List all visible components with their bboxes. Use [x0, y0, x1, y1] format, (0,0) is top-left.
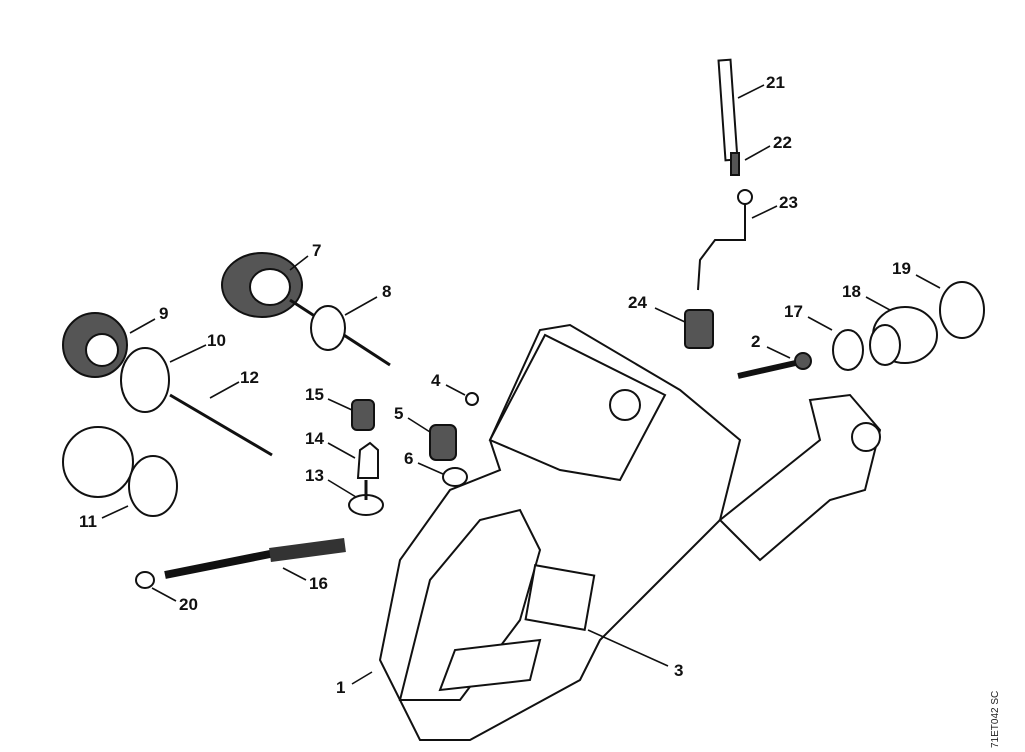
- callout-24: 24: [628, 293, 647, 312]
- part-hose-8: [289, 298, 391, 367]
- callout-22: 22: [773, 133, 792, 152]
- callout-5: 5: [394, 404, 403, 423]
- part-pipe-16: [164, 538, 346, 579]
- callout-19: 19: [892, 259, 911, 278]
- part-worm-11: [62, 426, 178, 517]
- callout-7: 7: [312, 241, 321, 260]
- part-cable-12: [169, 393, 273, 457]
- callout-20: 20: [179, 595, 198, 614]
- part-intake-18: [869, 306, 938, 366]
- part-fitting-22: [730, 152, 740, 176]
- callout-4: 4: [431, 371, 441, 390]
- part-washer-4: [465, 392, 479, 406]
- callout-1: 1: [336, 678, 345, 697]
- part-plug-5: [429, 424, 457, 461]
- callout-9: 9: [159, 304, 168, 323]
- callout-2: 2: [751, 332, 760, 351]
- leader-lines: [101, 84, 941, 685]
- callout-14: 14: [305, 429, 324, 448]
- callout-11: 11: [79, 512, 97, 531]
- callout-13: 13: [305, 466, 324, 485]
- part-clamp-19: [939, 281, 985, 339]
- callout-21: 21: [766, 73, 785, 92]
- part-screw-2: [737, 352, 812, 379]
- part-valve-14: [356, 441, 379, 479]
- part-housing: [378, 323, 882, 741]
- part-sleeve-20: [135, 571, 155, 589]
- callout-10: 10: [207, 331, 226, 350]
- drawing-code: 71ET042 SC: [990, 690, 1001, 748]
- part-fuel-filter-24: [684, 309, 714, 349]
- callout-15: 15: [305, 385, 324, 404]
- part-oring-6: [442, 467, 468, 487]
- part-ring-17: [832, 329, 864, 371]
- part-cap-15: [351, 399, 375, 431]
- callout-16: 16: [309, 574, 328, 593]
- callout-8: 8: [382, 282, 391, 301]
- part-oil-pump-7: [221, 252, 303, 318]
- part-worm-9: [62, 312, 128, 378]
- part-rod-21: [717, 58, 739, 162]
- part-valve-13: [348, 480, 384, 516]
- part-ring-10: [120, 347, 170, 413]
- callout-17: 17: [784, 302, 803, 321]
- callout-12: 12: [240, 368, 259, 387]
- callout-23: 23: [779, 193, 798, 212]
- part-fuel-hose-23: [697, 189, 753, 291]
- callout-18: 18: [842, 282, 861, 301]
- callout-6: 6: [404, 449, 413, 468]
- callout-3: 3: [674, 661, 683, 680]
